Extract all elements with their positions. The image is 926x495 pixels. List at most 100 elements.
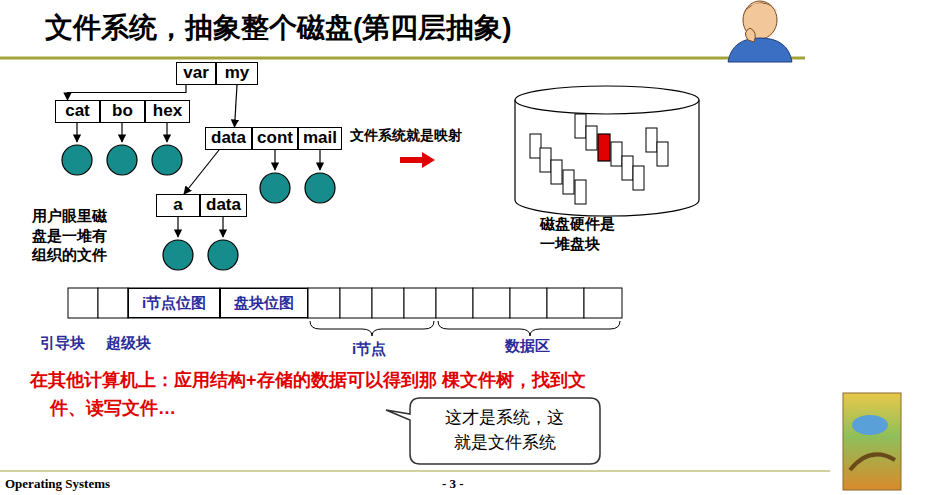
drawing-part [98,288,128,318]
drawing-part [515,100,699,216]
node-text: cont [257,129,293,148]
drawing-part [515,86,699,114]
drawing-part [530,114,668,204]
directory-entry: data [205,127,252,150]
thinking-person [728,1,792,62]
drawing-part [850,454,895,470]
node-text: mail [303,129,337,148]
drawing-part [598,134,610,161]
drawing-part [208,240,238,270]
node-text: a [173,196,182,215]
node-text: bo [112,102,133,121]
drawing-part [76,121,77,142]
directory-entry: hex [145,100,190,123]
drawing-part [473,288,510,318]
note: 文件系统就是映射 [350,126,462,144]
disk-layout-bar [68,288,622,318]
directory-entry: a [156,194,200,217]
node-text: data [211,129,246,148]
drawing-part [540,148,551,172]
region-label: 引导块 [40,333,85,353]
drawing-part [575,114,586,138]
drawing-part [436,288,473,318]
drawing-part [121,121,122,142]
node-text: my [225,64,250,83]
callout-outline [386,398,600,464]
slide-title: 文件系统，抽象整个磁盘(第四层抽象) [45,10,512,46]
tree-arrow [68,85,187,100]
directory-entry: my [216,62,258,85]
drawing-part [657,142,668,166]
emphasis-note: 在其他计算机上：应用结构+存储的数据可以得到那 棵文件树，找到文件、读写文件… [30,367,610,423]
region-label: 数据区 [505,336,550,356]
drawing-part [728,38,792,62]
drawing-part [177,216,178,237]
book-cover [843,393,901,490]
note: 磁盘硬件是 一堆盘块 [540,214,620,253]
node-text: data [206,196,241,215]
directory-entry: cont [252,127,298,150]
drawing-part [611,142,622,166]
footer-text: Operating Systems [5,476,110,493]
footer-rule [0,471,830,472]
node-text: hex [153,102,182,121]
drawing-part [586,126,597,150]
drawing-part [530,134,541,158]
tree-arrow [184,150,219,194]
note: 用户眼里磁 盘是一堆有 组织的文件 [32,206,112,265]
drawing-part [340,288,372,318]
drawing-part [547,288,584,318]
drawing-part [152,145,182,175]
drawing-part [308,288,340,318]
node-text: 盘块位图 [234,295,294,312]
drawing-part [584,288,622,318]
tree-arrow [235,85,238,127]
bracket [310,321,620,336]
region-label: i节点 [352,339,386,359]
drawing-part [510,288,547,318]
drawing-part [107,145,137,175]
callout-bubble: 这才是系统，这 就是文件系统 [410,398,600,464]
drawing-part [563,170,574,194]
drawing-part [222,216,223,237]
mapping-arrow [400,152,435,168]
drawing-part [646,128,657,152]
directory-entry: bo [100,100,145,123]
drawing-part [274,148,275,170]
drawing-part [163,240,193,270]
drawing-part [68,288,98,318]
drawing-part [551,160,562,184]
drawing-part [260,173,290,203]
drawing-part [633,166,644,190]
region-label: 超级块 [106,333,151,353]
drawing-part [62,145,92,175]
drawing-part [622,156,633,180]
directory-entry: cat [55,100,100,123]
node-text: cat [65,102,90,121]
bitmap-block: i节点位图 [128,288,220,318]
bitmap-block: 盘块位图 [220,288,308,318]
node-text: i节点位图 [142,295,206,312]
drawing-part [319,148,320,170]
drawing-part [128,288,220,318]
callout-outline [410,398,600,464]
drawing-part [220,288,308,318]
drawing-part [843,393,901,490]
drawing-part [166,121,167,142]
drawing-part [743,2,778,14]
directory-entry: var [176,62,216,85]
drawing-part [575,180,586,204]
directory-entry: mail [298,127,342,150]
header-rule [0,57,805,60]
page-number: - 3 - [442,476,464,493]
directory-entry: data [200,194,247,217]
drawing-part [438,321,620,336]
drawing-part [305,173,335,203]
drawing-part [852,415,888,435]
disk-cylinder [515,86,699,216]
drawing-part [404,288,436,318]
node-text: 这才是系统，这 就是文件系统 [442,406,568,455]
drawing-part [310,321,434,336]
